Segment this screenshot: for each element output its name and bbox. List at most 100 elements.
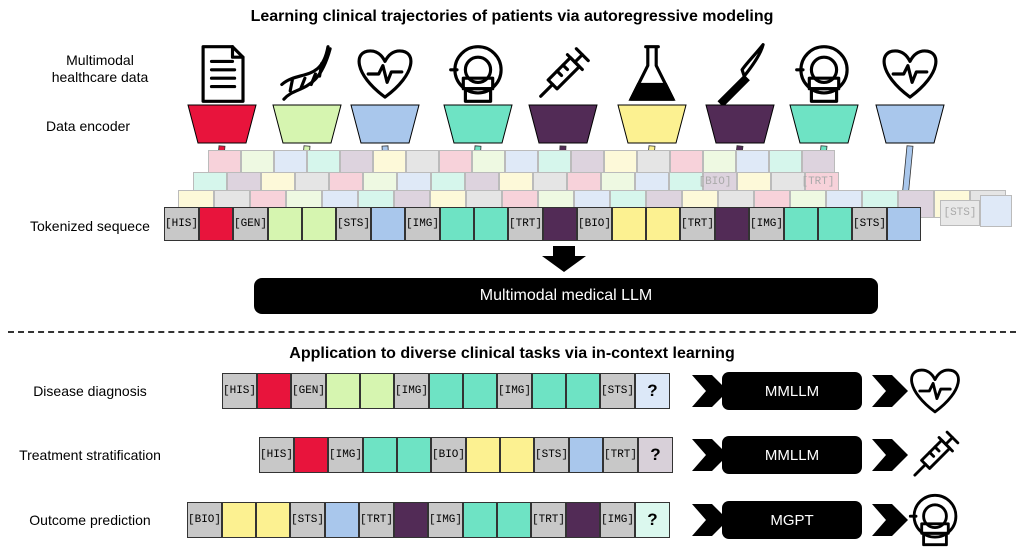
pipeline-diagram: [187, 43, 945, 272]
sequence-tag-token: [BIO]: [577, 207, 612, 241]
model-box: MMLLM: [722, 436, 862, 474]
model-label: MGPT: [770, 511, 814, 529]
model-box: MMLLM: [722, 372, 862, 410]
data-encoder: [875, 104, 945, 144]
down-arrow: [542, 246, 586, 272]
task-embedding-token: [500, 437, 534, 473]
data-encoder: [187, 104, 257, 144]
ghost-token: [980, 195, 1012, 227]
sequence-tag-token: [TRT]: [680, 207, 715, 241]
chevron-arrow: [872, 439, 908, 471]
mri-scanner-icon: [908, 493, 958, 547]
task-tag-token: [TRT]: [359, 502, 394, 538]
sequence-embedding-token: [440, 207, 474, 241]
ghost-token: [307, 150, 340, 176]
data-encoder: [617, 104, 687, 144]
data-encoder: [789, 104, 859, 144]
task-embedding-token: [569, 437, 603, 473]
ghost-token-label: [TRT]: [801, 176, 835, 188]
chevron-arrow: [692, 375, 728, 407]
sequence-embedding-token: [302, 207, 336, 241]
task-label: Treatment stratification: [19, 447, 161, 463]
scalpel-icon: [717, 43, 765, 107]
task-tag-token: [HIS]: [222, 373, 257, 409]
sequence-embedding-token: [646, 207, 680, 241]
syringe-icon: [539, 47, 590, 98]
task-embedding-token: [497, 502, 531, 538]
task-tag-token: [STS]: [600, 373, 635, 409]
sequence-tag-token: [IMG]: [405, 207, 440, 241]
llm-label: Multimodal medical LLM: [479, 287, 653, 304]
data-encoder: [528, 104, 598, 144]
task-embedding-token: [363, 437, 397, 473]
data-encoder: [272, 104, 342, 144]
sequence-tag-token: [TRT]: [508, 207, 543, 241]
dna-icon: [280, 45, 332, 101]
sequence-embedding-token: [887, 207, 921, 241]
task-label: Outcome prediction: [29, 512, 151, 528]
section-divider: [8, 331, 1016, 333]
sequence-embedding-token: [199, 207, 233, 241]
bottom-title: Application to diverse clinical tasks vi…: [289, 345, 735, 362]
task-embedding-token: [566, 502, 600, 538]
multimodal-data-label: Multimodal healthcare data: [51, 52, 149, 85]
data-encoder: [443, 104, 513, 144]
data-encoder: [350, 104, 420, 144]
task-tag-token: [STS]: [534, 437, 569, 473]
encoder-label: Data encoder: [46, 118, 131, 134]
task-embedding-token: [429, 373, 463, 409]
output-icon-wrapper: [913, 430, 960, 477]
task-tag-token: [IMG]: [328, 437, 363, 473]
task-tag-token: [BIO]: [431, 437, 466, 473]
ghost-token: [769, 150, 802, 176]
task-embedding-token: [532, 373, 566, 409]
heart-icon: [910, 368, 960, 414]
sequence-tag-token: [STS]: [852, 207, 887, 241]
data-encoder: [705, 104, 775, 144]
task-tag-token: [IMG]: [428, 502, 463, 538]
chevron-arrow: [872, 375, 908, 407]
sequence-tag-token: [STS]: [336, 207, 371, 241]
task-label: Disease diagnosis: [33, 383, 147, 399]
task-tag-token: [STS]: [290, 502, 325, 538]
mri-scanner-icon: [795, 45, 849, 103]
sequence-tag-token: [IMG]: [749, 207, 784, 241]
task-tag-token: [GEN]: [291, 373, 326, 409]
flask-icon: [628, 45, 676, 101]
task-tag-token: [IMG]: [600, 502, 635, 538]
task-embedding-token: [256, 502, 290, 538]
query-token: ?: [635, 373, 670, 409]
task-tag-token: [IMG]: [497, 373, 532, 409]
document-icon: [201, 45, 245, 103]
ghost-token: [241, 150, 274, 176]
output-icon-wrapper: [910, 368, 960, 414]
ghost-token: [472, 150, 505, 176]
sequence-embedding-token: [371, 207, 405, 241]
sequence-embedding-token: [543, 207, 577, 241]
task-embedding-token: [294, 437, 328, 473]
multimodal-llm-box: Multimodal medical LLM: [254, 278, 878, 314]
task-embedding-token: [397, 437, 431, 473]
chevron-arrow: [692, 504, 728, 536]
task-embedding-token: [222, 502, 256, 538]
task-embedding-token: [463, 502, 497, 538]
task-embedding-token: [360, 373, 394, 409]
sequence-tag-token: [HIS]: [164, 207, 199, 241]
task-embedding-token: [466, 437, 500, 473]
model-label: MMLLM: [764, 382, 820, 400]
task-tag-token: [HIS]: [259, 437, 294, 473]
model-box: MGPT: [722, 501, 862, 539]
chevron-arrow: [692, 439, 728, 471]
tokenized-label: Tokenized sequece: [30, 218, 150, 234]
ghost-token: [340, 150, 373, 176]
ghost-token-label: [BIO]: [698, 176, 732, 188]
query-token: ?: [638, 437, 673, 473]
sequence-tag-token: [GEN]: [233, 207, 268, 241]
task-embedding-token: [326, 373, 360, 409]
task-tag-token: [BIO]: [187, 502, 222, 538]
task-embedding-token: [463, 373, 497, 409]
task-embedding-token: [566, 373, 600, 409]
task-embedding-token: [257, 373, 291, 409]
sequence-embedding-token: [818, 207, 852, 241]
model-label: MMLLM: [764, 446, 820, 464]
